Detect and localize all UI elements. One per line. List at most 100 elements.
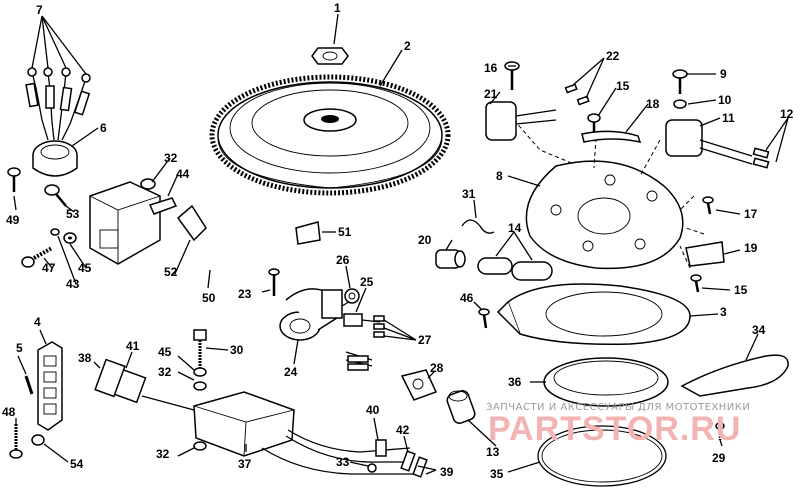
callout-15b: 15 <box>734 283 748 297</box>
stator-dash-lines <box>513 119 705 269</box>
screw-15b <box>690 274 702 293</box>
callout-31: 31 <box>462 187 476 201</box>
callout-46: 46 <box>460 291 474 305</box>
washer-32c <box>193 441 207 451</box>
callout-54: 54 <box>70 457 84 471</box>
callout-15a: 15 <box>616 79 630 93</box>
callout-39: 39 <box>440 465 454 479</box>
connector-25 <box>343 313 381 327</box>
screw-49 <box>7 167 21 192</box>
callout-43: 43 <box>66 277 80 291</box>
washer-10 <box>673 99 687 109</box>
callout-24: 24 <box>284 365 298 379</box>
callout-50: 50 <box>202 291 216 305</box>
callout-28: 28 <box>430 361 444 375</box>
callout-7: 7 <box>36 3 43 17</box>
screw-46 <box>478 308 490 329</box>
callout-32b: 32 <box>158 365 172 379</box>
callout-48: 48 <box>2 405 16 419</box>
callout-45a: 45 <box>78 261 92 275</box>
callout-25: 25 <box>360 275 374 289</box>
callout-11: 11 <box>722 111 735 125</box>
callout-49: 49 <box>6 213 20 227</box>
callout-34: 34 <box>752 323 766 337</box>
timer-sensor <box>279 288 353 341</box>
screw-48 <box>9 424 23 459</box>
callout-3: 3 <box>720 305 727 319</box>
callout-6: 6 <box>100 121 107 135</box>
plug-20 <box>435 249 466 269</box>
terminals-27 <box>345 315 385 371</box>
flywheel <box>209 74 451 196</box>
coil-mount-hardware <box>21 228 77 268</box>
bracket-19 <box>685 241 725 267</box>
power-pack-wires <box>261 429 428 478</box>
callout-18: 18 <box>646 97 660 111</box>
callout-29: 29 <box>712 451 726 465</box>
callout-40: 40 <box>366 403 380 417</box>
retainer-18 <box>581 130 642 144</box>
callout-14: 14 <box>508 221 522 235</box>
callout-32a: 32 <box>164 151 178 165</box>
callout-12: 12 <box>780 107 794 121</box>
screw-9 <box>672 69 688 94</box>
washer-32b <box>193 367 207 377</box>
callout-23: 23 <box>238 287 252 301</box>
callout-47: 47 <box>42 261 56 275</box>
washer-32a <box>140 178 156 190</box>
callout-13: 13 <box>486 445 500 459</box>
wire-terminals-22 <box>564 83 590 106</box>
callout-45b: 45 <box>158 345 172 359</box>
callout-22: 22 <box>606 49 620 63</box>
callout-32c: 32 <box>156 447 170 461</box>
power-pack <box>193 391 295 457</box>
screw-30 <box>193 329 207 368</box>
throttle-cam-34 <box>680 354 789 397</box>
callout-21: 21 <box>484 87 498 101</box>
callout-4: 4 <box>34 315 41 329</box>
rectifier <box>32 140 78 177</box>
connector-41 <box>94 358 195 411</box>
screw-53 <box>44 184 67 207</box>
watermark-caption: ЗАПЧАСТИ И АКСЕССУАРЫ ДЛЯ МОТОТЕХНИКИ <box>486 402 750 413</box>
washer-45b <box>193 381 207 391</box>
spark-plug-lead <box>176 204 321 272</box>
spring-clip-31 <box>461 219 495 234</box>
watermark: ЗАПЧАСТИ И АКСЕССУАРЫ ДЛЯ МОТОТЕХНИКИ PA… <box>486 402 750 448</box>
armature-plate <box>496 283 691 346</box>
leader-lines <box>13 13 789 475</box>
stator <box>525 160 684 270</box>
callout-42: 42 <box>396 423 410 437</box>
ring-35 <box>537 425 667 487</box>
callout-8: 8 <box>496 169 503 183</box>
charge-coil-21 <box>485 101 557 141</box>
callout-41: 41 <box>126 339 140 353</box>
washer-54 <box>31 434 45 446</box>
sleeves-14 <box>477 257 553 281</box>
callout-44: 44 <box>176 167 190 181</box>
callout-10: 10 <box>718 93 732 107</box>
callout-33: 33 <box>336 455 350 469</box>
callout-9: 9 <box>720 67 727 81</box>
terminal-wires <box>25 67 91 141</box>
callout-51: 51 <box>338 225 352 239</box>
callout-2: 2 <box>404 39 411 53</box>
ignition-coil <box>89 181 178 265</box>
terminal-block <box>37 341 63 431</box>
callout-27: 27 <box>418 333 432 347</box>
callout-16: 16 <box>484 61 498 75</box>
callout-1: 1 <box>334 1 341 15</box>
callout-19: 19 <box>744 241 758 255</box>
callout-37: 37 <box>238 457 252 471</box>
callout-52: 52 <box>164 265 178 279</box>
screw-17 <box>702 196 714 215</box>
screw-15a <box>587 113 601 134</box>
callout-38: 38 <box>78 351 92 365</box>
callout-20: 20 <box>418 233 432 247</box>
callout-36: 36 <box>508 375 522 389</box>
bushing-13 <box>446 390 476 424</box>
callout-30: 30 <box>230 343 244 357</box>
retainer-ring-36 <box>543 357 669 407</box>
